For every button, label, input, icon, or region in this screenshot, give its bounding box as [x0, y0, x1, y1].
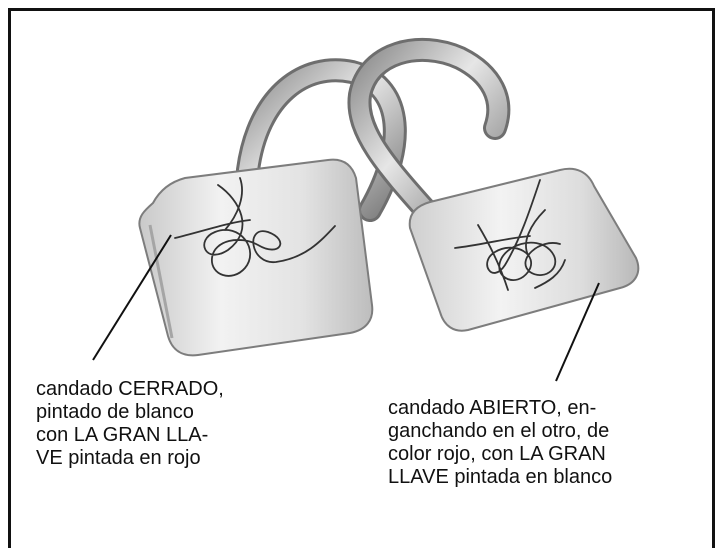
caption-line: color rojo, con LA GRAN: [388, 443, 606, 465]
caption-line: candado ABIERTO, en-: [388, 397, 597, 419]
caption-line: ganchando en el otro, de: [388, 420, 610, 442]
caption-line: VE pintada en rojo: [36, 447, 201, 469]
closed-lock-scribble: [174, 177, 336, 277]
open-lock-scribble: [454, 179, 566, 291]
open-lock-body: [408, 167, 640, 332]
closed-lock-caption: candado CERRADO, pintado de blanco con L…: [36, 378, 224, 470]
caption-line: con LA GRAN LLA-: [36, 424, 209, 446]
open-lock-shackle: [347, 38, 511, 227]
closed-lock-leader-line: [92, 234, 172, 361]
open-lock-leader-line: [555, 282, 600, 382]
closed-lock-shackle: [236, 58, 407, 222]
caption-line: LLAVE pintada en blanco: [388, 466, 613, 488]
diagram-frame: [8, 8, 715, 548]
open-lock-caption: candado ABIERTO, en- ganchando en el otr…: [388, 397, 612, 489]
caption-line: pintado de blanco: [36, 401, 194, 423]
closed-lock-body: [138, 158, 374, 357]
caption-line: candado CERRADO,: [36, 378, 224, 400]
